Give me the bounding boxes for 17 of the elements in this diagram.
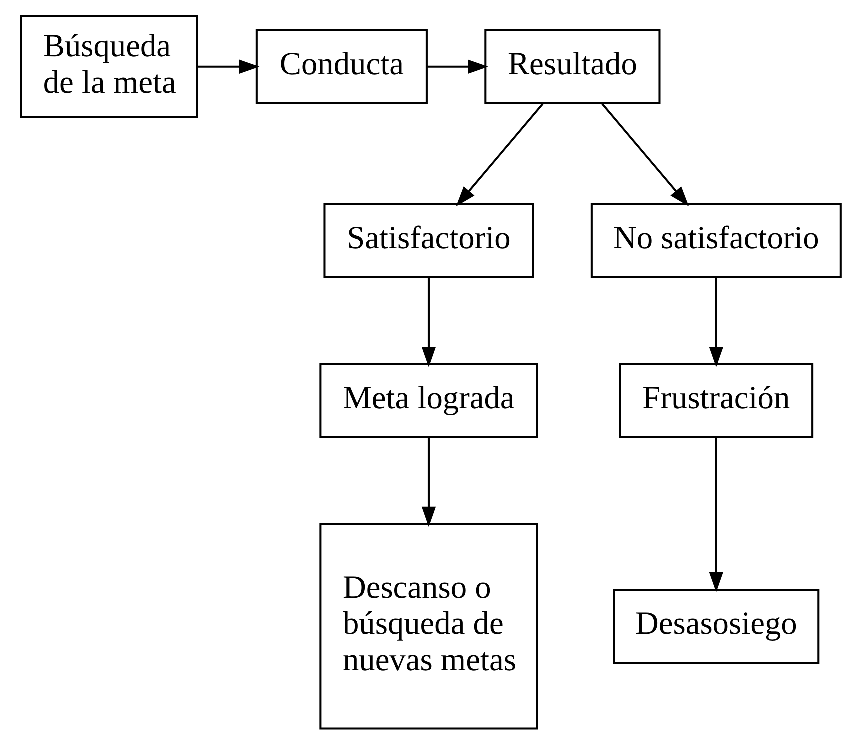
node-box: Descanso o búsqueda de nuevas metas — [320, 523, 538, 730]
node-box: Resultado — [484, 29, 661, 104]
arrow — [456, 103, 544, 207]
node-box: Desasosiego — [613, 589, 820, 664]
arrow — [428, 60, 488, 74]
node-box: Satisfactorio — [324, 203, 534, 278]
arrow — [709, 278, 724, 368]
node-box: Búsqueda de la meta — [20, 15, 198, 118]
node-box: No satisfactorio — [590, 203, 842, 278]
node-box: Meta lograda — [320, 363, 538, 438]
arrow — [709, 438, 724, 592]
node-box: Conducta — [256, 29, 428, 104]
arrow — [197, 60, 260, 74]
node-box: Frustración — [619, 363, 814, 438]
arrow — [422, 278, 436, 368]
arrow — [602, 103, 690, 207]
arrow — [422, 438, 436, 528]
